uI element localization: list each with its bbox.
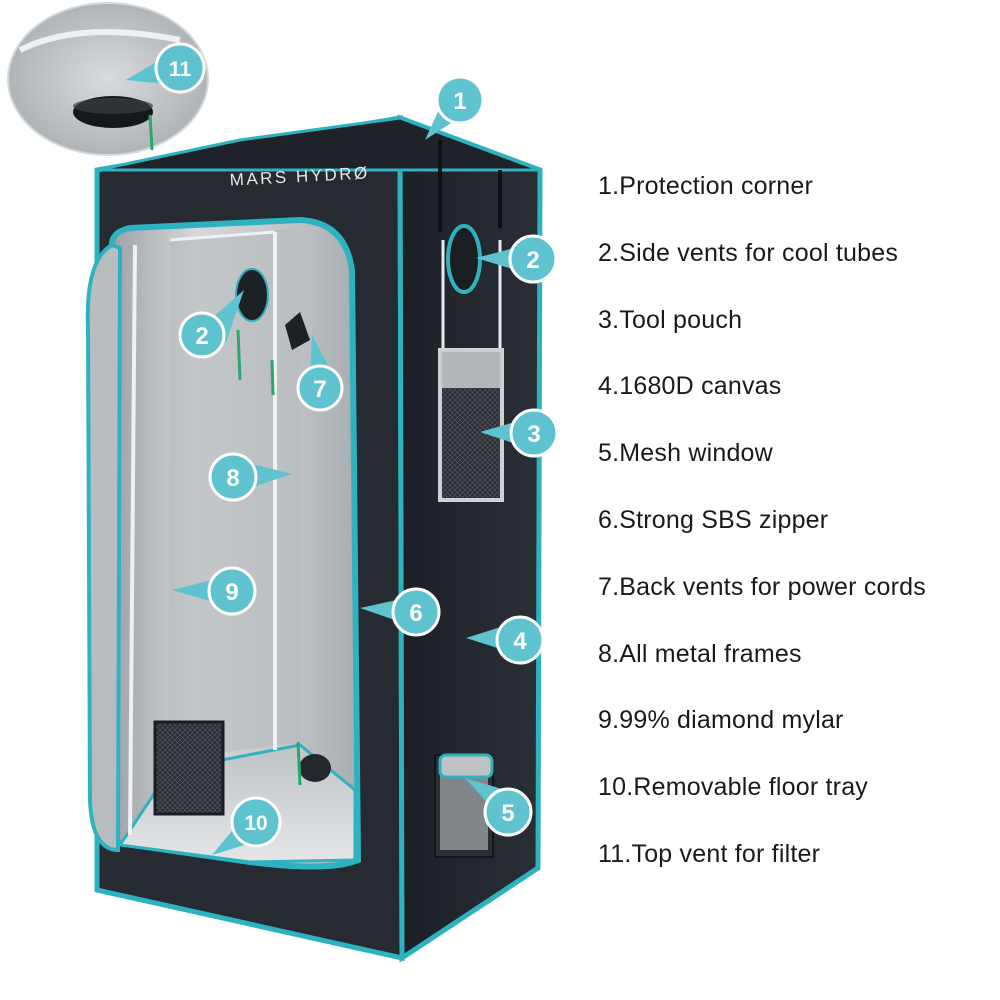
svg-text:5: 5	[501, 800, 514, 827]
feature-item: 11.Top vent for filter	[598, 839, 821, 868]
callout-8: 8	[208, 452, 292, 502]
feature-item: 2.Side vents for cool tubes	[598, 238, 899, 267]
callouts: 1 2 2 3 4 5	[126, 42, 559, 855]
back-vent-cords	[285, 312, 310, 350]
callout-11: 11	[126, 42, 206, 94]
side-vent	[446, 224, 482, 294]
callout-9: 9	[172, 566, 257, 616]
feature-item: 10.Removable floor tray	[598, 773, 869, 802]
callout-10: 10	[212, 796, 282, 855]
side-panel-details	[434, 140, 504, 858]
rope-tie	[236, 329, 242, 381]
back-vent	[235, 268, 269, 322]
svg-text:4: 4	[513, 628, 527, 655]
svg-text:7: 7	[313, 376, 326, 403]
callout-6: 6	[360, 587, 441, 637]
callout-2-interior: 2	[178, 290, 244, 359]
svg-text:2: 2	[195, 323, 208, 350]
back-low-vent	[299, 754, 331, 782]
callout-5: 5	[465, 778, 533, 837]
feature-item: 4.1680D canvas	[598, 372, 782, 401]
svg-text:11: 11	[169, 58, 192, 81]
feature-item: 9.99% diamond mylar	[598, 706, 844, 735]
callout-7: 7	[296, 335, 344, 412]
svg-text:2: 2	[526, 247, 539, 274]
svg-text:10: 10	[244, 812, 267, 835]
callout-1: 1	[425, 75, 485, 140]
callout-4: 4	[466, 615, 545, 665]
svg-text:3: 3	[527, 421, 540, 448]
callout-2-side: 2	[476, 234, 558, 284]
feature-item: 7.Back vents for power cords	[598, 572, 926, 601]
metal-frame-pole	[128, 244, 137, 836]
metal-frame-pole	[169, 230, 276, 242]
svg-text:1: 1	[453, 88, 466, 115]
svg-text:8: 8	[226, 465, 239, 492]
svg-text:9: 9	[225, 579, 238, 606]
tool-pouch	[438, 240, 504, 502]
rope-tie	[296, 741, 302, 786]
inset-photo-top-vent	[7, 2, 209, 156]
rope-tie	[270, 359, 275, 396]
feature-list: 1.Protection corner 2.Side vents for coo…	[598, 166, 926, 901]
interior-mesh-window	[153, 720, 225, 816]
feature-item: 5.Mesh window	[598, 439, 773, 468]
feature-item: 8.All metal frames	[598, 639, 802, 668]
feature-item: 1.Protection corner	[598, 172, 814, 200]
rope-tie	[148, 114, 154, 151]
svg-text:6: 6	[409, 600, 422, 627]
callout-3: 3	[480, 408, 559, 458]
feature-item: 3.Tool pouch	[598, 305, 743, 334]
feature-item: 6.Strong SBS zipper	[598, 505, 829, 534]
door-flap	[85, 242, 123, 853]
